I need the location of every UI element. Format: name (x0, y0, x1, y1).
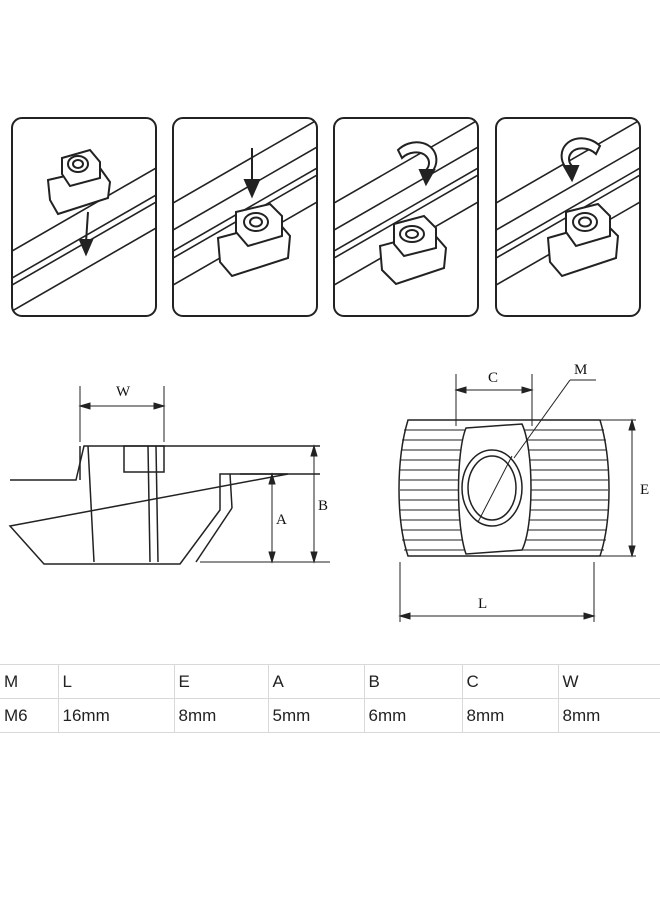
dimension-label-b: B (318, 498, 328, 514)
value-cell-w: 8mm (557, 698, 660, 733)
spec-table: M L E A B C W M6 16mm 8mm 5mm 6mm 8mm 8m… (0, 664, 660, 733)
value-cell-b: 6mm (363, 698, 462, 733)
value-cell-e: 8mm (173, 698, 268, 733)
arrow-down-icon (78, 211, 94, 257)
t-nut-icon (216, 202, 292, 278)
dimension-lines (78, 386, 330, 564)
dimension-lines (398, 374, 636, 622)
header-cell-w: W (557, 664, 660, 699)
step-4-panel (495, 117, 641, 317)
step-3-panel (333, 117, 479, 317)
step-1-panel (11, 117, 157, 317)
dimension-label-e: E (640, 482, 649, 498)
value-cell-a: 5mm (267, 698, 364, 733)
header-cell-e: E (173, 664, 268, 699)
technical-drawings: W A B (8, 362, 649, 622)
t-nut-icon (546, 202, 620, 278)
value-cell-m: M6 (0, 698, 58, 733)
header-cell-c: C (461, 664, 558, 699)
header-cell-l: L (57, 664, 174, 699)
dimension-label-w: W (116, 384, 131, 400)
dimension-label-m: M (574, 362, 587, 378)
header-cell-b: B (363, 664, 462, 699)
dimension-label-l: L (478, 596, 487, 612)
value-cell-c: 8mm (461, 698, 558, 733)
t-nut-icon (378, 214, 448, 286)
value-cell-l: 16mm (57, 698, 174, 733)
step-2-panel (172, 117, 318, 317)
t-nut-icon (46, 148, 112, 216)
side-view-drawing (8, 445, 320, 565)
rotate-arrow-icon (396, 141, 438, 187)
spec-table-header-row: M L E A B C W (0, 664, 660, 699)
installation-steps (11, 117, 641, 317)
dimension-label-c: C (488, 370, 498, 386)
spec-table-value-row: M6 16mm 8mm 5mm 6mm 8mm 8mm (0, 698, 660, 733)
dimension-label-a: A (276, 512, 287, 528)
top-view-drawing (398, 419, 610, 557)
arrow-down-icon (243, 148, 261, 199)
header-cell-a: A (267, 664, 364, 699)
header-cell-m: M (0, 664, 58, 699)
rotate-arrow-icon (560, 137, 602, 183)
